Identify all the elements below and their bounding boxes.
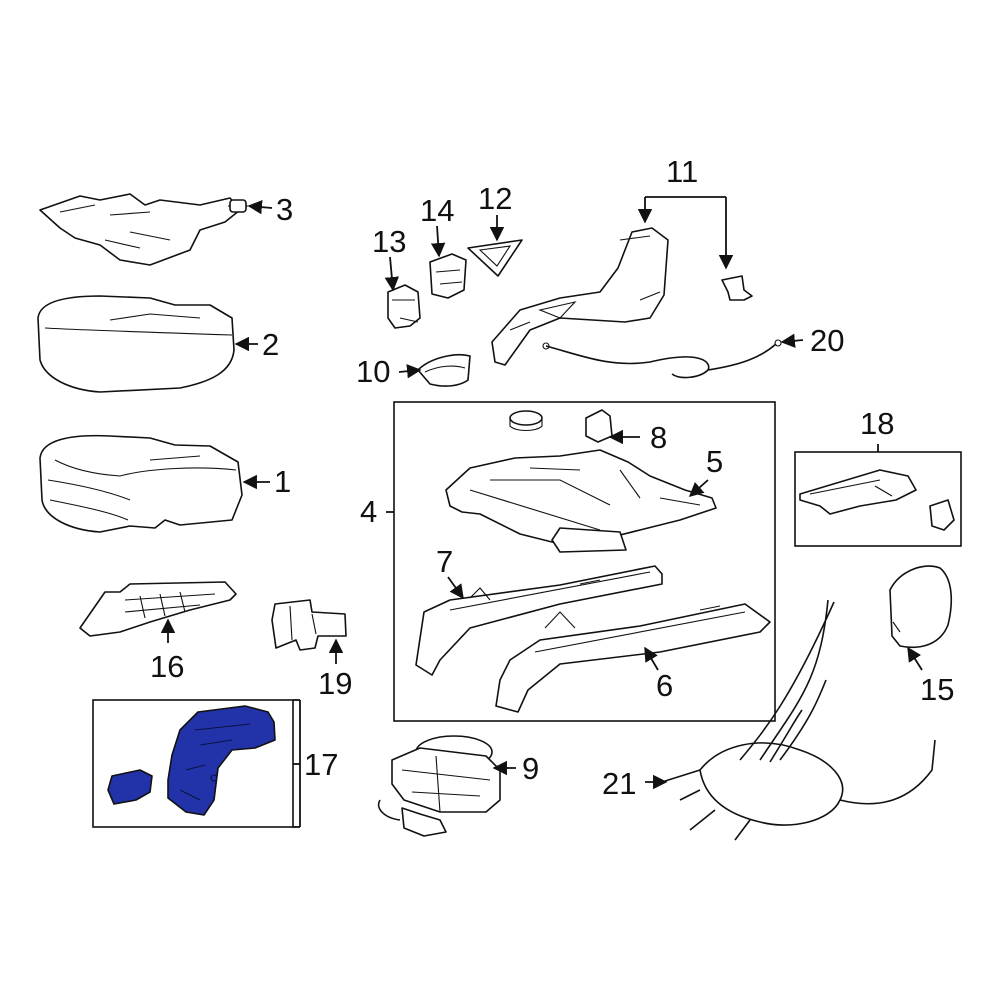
callout-13: 13 <box>372 224 406 259</box>
part-16-side-trim[interactable] <box>79 581 237 637</box>
part-15-cover[interactable] <box>889 565 953 649</box>
callout-20: 20 <box>810 323 844 358</box>
callout-6: 6 <box>656 668 673 703</box>
callout-2: 2 <box>262 327 279 362</box>
callout-labels: 1 2 3 4 5 6 7 8 9 10 11 12 13 14 15 16 1… <box>150 154 954 801</box>
callout-14: 14 <box>420 193 454 228</box>
part-17-trim-cover[interactable] <box>107 705 276 816</box>
callout-21: 21 <box>602 766 636 801</box>
part-7-slide-rail[interactable] <box>415 565 663 676</box>
part-2-cushion-pad[interactable] <box>37 295 235 393</box>
part-21-wire-harness[interactable] <box>661 599 936 841</box>
part-9-motor[interactable] <box>377 735 501 837</box>
callout-17: 17 <box>304 747 338 782</box>
callout-7: 7 <box>436 544 453 579</box>
callout-15: 15 <box>920 672 954 707</box>
callout-1: 1 <box>274 464 291 499</box>
part-20-cable[interactable] <box>542 339 782 379</box>
callout-19: 19 <box>318 666 352 701</box>
part-8-bracket[interactable] <box>509 409 613 443</box>
part-11-side-shield[interactable] <box>491 227 753 366</box>
callout-10: 10 <box>356 354 390 389</box>
part-10-cover[interactable] <box>417 354 471 387</box>
callout-5: 5 <box>706 444 723 479</box>
part-14-clip[interactable] <box>429 253 467 299</box>
part-18-trim[interactable] <box>799 469 955 531</box>
part-3-seat-heater[interactable] <box>39 193 250 266</box>
part-17-box <box>92 699 301 828</box>
callout-12: 12 <box>478 181 512 216</box>
callout-4: 4 <box>360 494 377 529</box>
callout-11: 11 <box>666 154 698 189</box>
part-1-cushion-cover[interactable] <box>39 434 243 533</box>
callout-3: 3 <box>276 192 293 227</box>
part-13-clip[interactable] <box>387 284 421 329</box>
part-4-box <box>386 401 776 722</box>
part-12-triangle-clip[interactable] <box>467 239 523 277</box>
callout-8: 8 <box>650 420 667 455</box>
callout-9: 9 <box>522 751 539 786</box>
part-19-bracket[interactable] <box>271 599 347 651</box>
part-6-slide-rail[interactable] <box>495 603 771 713</box>
part-5-seat-frame[interactable] <box>445 449 717 553</box>
callout-18: 18 <box>860 406 894 441</box>
leader-lines <box>160 196 923 790</box>
callout-16: 16 <box>150 649 184 684</box>
part-18-box <box>794 444 962 547</box>
